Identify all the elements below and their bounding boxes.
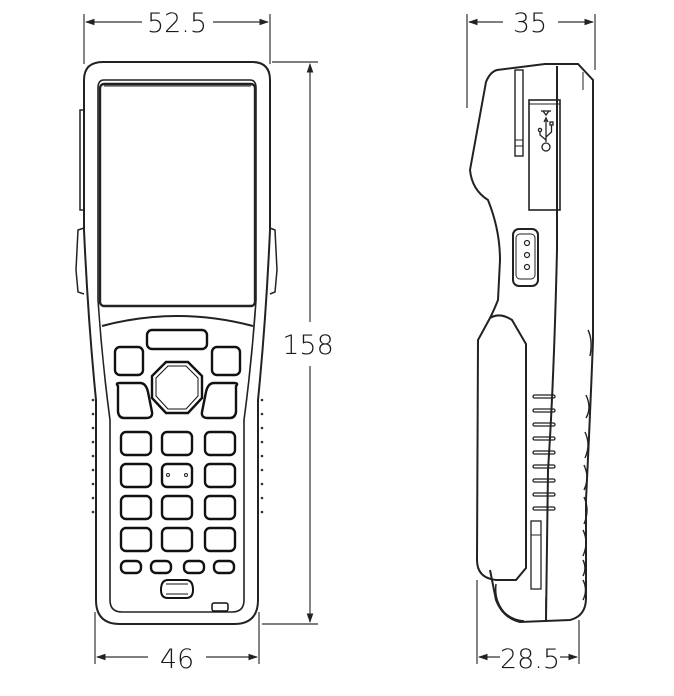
key-fn-bottom-left[interactable]	[115, 381, 154, 420]
grip-texture	[91, 398, 264, 514]
key-5-marker-left	[166, 473, 170, 477]
dpad-inner	[155, 365, 199, 410]
small-key-2[interactable]	[149, 559, 173, 575]
dimension-bottom-width: 46	[94, 612, 260, 675]
key-fn-top-left[interactable]	[113, 345, 145, 377]
key-1[interactable]	[119, 430, 153, 457]
small-key-3[interactable]	[182, 559, 206, 575]
side-parting-line	[545, 66, 558, 621]
key-2[interactable]	[160, 430, 194, 457]
side-body-outline	[468, 63, 594, 624]
front-view: 52.5 158 46	[75, 8, 334, 675]
width-bottom-label: 46	[160, 644, 194, 675]
key-3[interactable]	[203, 430, 237, 457]
keypad	[113, 328, 242, 612]
trigger-key[interactable]	[159, 579, 195, 599]
key-9[interactable]	[203, 494, 237, 521]
left-side-key	[79, 109, 84, 211]
key-fn-top-right[interactable]	[210, 345, 242, 377]
key-0[interactable]	[160, 526, 194, 553]
side-view: 35 28.5	[466, 8, 596, 675]
key-fn-bottom-right[interactable]	[200, 381, 239, 420]
depth-bottom-label: 28.5	[500, 644, 560, 675]
side-handle	[475, 314, 527, 581]
key-4[interactable]	[119, 462, 153, 489]
key-5[interactable]	[160, 462, 194, 489]
right-grip	[269, 227, 278, 295]
left-grip	[75, 227, 85, 295]
dimension-top-width: 52.5	[83, 8, 271, 64]
usb-port-cover[interactable]	[528, 99, 561, 211]
height-label: 158	[282, 330, 334, 361]
key-10[interactable]	[119, 526, 153, 553]
key-center-bar[interactable]	[145, 328, 209, 351]
key-12[interactable]	[203, 526, 237, 553]
bottom-cap	[494, 583, 525, 622]
side-buttons[interactable]	[582, 329, 592, 601]
width-top-label: 52.5	[147, 8, 207, 39]
charging-contacts	[512, 228, 539, 287]
stylus-slot	[514, 69, 524, 157]
screen-bezel-curve	[101, 315, 254, 327]
dpad-octagon[interactable]	[150, 360, 204, 415]
small-key-4[interactable]	[212, 559, 236, 575]
key-7[interactable]	[119, 494, 153, 521]
dimension-height: 158	[262, 61, 334, 625]
screen[interactable]	[98, 82, 257, 308]
strap-slot	[211, 602, 229, 612]
dimension-bottom-depth: 28.5	[476, 580, 580, 675]
depth-top-label: 35	[513, 8, 547, 39]
dimension-top-depth: 35	[466, 8, 596, 108]
key-8[interactable]	[160, 494, 194, 521]
usb-icon	[537, 110, 554, 152]
side-slot-lower	[530, 520, 542, 590]
front-body-outline	[83, 61, 271, 625]
key-6[interactable]	[203, 462, 237, 489]
small-key-1[interactable]	[119, 559, 143, 575]
key-5-marker-right	[184, 473, 188, 477]
vent-slots	[532, 394, 556, 511]
